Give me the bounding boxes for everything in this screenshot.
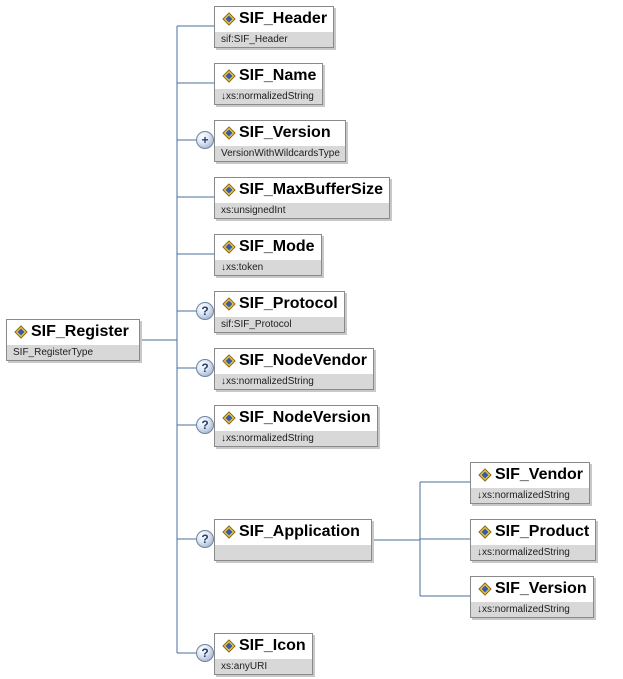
element-icon [478, 468, 495, 482]
node-header: SIF_Product [471, 520, 595, 544]
node-type: ↓xs:normalizedString [215, 430, 377, 446]
child-node-sif-protocol[interactable]: SIF_Protocol sif:SIF_Protocol [214, 291, 345, 333]
node-name: SIF_MaxBufferSize [239, 181, 384, 198]
child-node-sif-icon[interactable]: SIF_Icon xs:anyURI [214, 633, 313, 675]
node-type: ↓xs:normalizedString [215, 88, 323, 104]
element-icon [222, 183, 239, 197]
node-header: SIF_MaxBufferSize [215, 178, 389, 202]
application-child-sif-version[interactable]: SIF_Version ↓xs:normalizedString [470, 576, 594, 618]
node-name: SIF_Version [239, 124, 331, 141]
child-node-sif-application[interactable]: SIF_Application [214, 519, 372, 561]
element-icon [478, 582, 495, 596]
node-name: SIF_NodeVendor [239, 352, 368, 369]
node-header: SIF_Header [215, 7, 333, 31]
element-icon [222, 411, 239, 425]
node-header: SIF_Name [215, 64, 322, 88]
child-node-sif-name[interactable]: SIF_Name ↓xs:normalizedString [214, 63, 324, 105]
node-header: SIF_Mode [215, 235, 321, 259]
node-header: SIF_Protocol [215, 292, 344, 316]
optional-icon: ? [196, 416, 214, 434]
child-node-sif-header[interactable]: SIF_Header sif:SIF_Header [214, 6, 335, 48]
node-type: ↓xs:normalizedString [215, 373, 374, 389]
node-header: SIF_Icon [215, 634, 312, 658]
element-icon [222, 354, 239, 368]
node-name: SIF_Version [495, 580, 587, 597]
node-name: SIF_Header [239, 10, 328, 27]
node-name: SIF_Name [239, 67, 317, 84]
child-node-sif-mode[interactable]: SIF_Mode ↓xs:token [214, 234, 322, 276]
child-node-sif-nodevendor[interactable]: SIF_NodeVendor ↓xs:normalizedString [214, 348, 375, 390]
node-name: SIF_Mode [239, 238, 315, 255]
expand-icon[interactable]: + [196, 131, 214, 149]
node-name: SIF_NodeVersion [239, 409, 371, 426]
element-icon [222, 69, 239, 83]
node-type [215, 544, 371, 560]
node-header: SIF_Application [215, 520, 371, 544]
node-header: SIF_Version [471, 577, 593, 601]
node-name: SIF_Application [239, 523, 360, 540]
node-type: SIF_RegisterType [7, 344, 139, 360]
application-child-sif-product[interactable]: SIF_Product ↓xs:normalizedString [470, 519, 597, 561]
optional-icon: ? [196, 644, 214, 662]
node-name: SIF_Icon [239, 637, 306, 654]
node-header: SIF_Register [7, 320, 139, 344]
node-type: xs:anyURI [215, 658, 312, 674]
node-type: ↓xs:normalizedString [471, 601, 593, 617]
child-node-sif-maxbuffersize[interactable]: SIF_MaxBufferSize xs:unsignedInt [214, 177, 391, 219]
element-icon [222, 126, 239, 140]
node-header: SIF_NodeVersion [215, 406, 377, 430]
node-name: SIF_Vendor [495, 466, 584, 483]
node-name: SIF_Product [495, 523, 590, 540]
element-icon [222, 12, 239, 26]
element-icon [478, 525, 495, 539]
node-type: sif:SIF_Header [215, 31, 334, 47]
node-header: SIF_Version [215, 121, 345, 145]
optional-icon: ? [196, 302, 214, 320]
node-type: sif:SIF_Protocol [215, 316, 344, 332]
element-icon [222, 297, 239, 311]
optional-icon: ? [196, 359, 214, 377]
node-type: VersionWithWildcardsType [215, 145, 345, 161]
optional-icon: ? [196, 530, 214, 548]
application-child-sif-vendor[interactable]: SIF_Vendor ↓xs:normalizedString [470, 462, 591, 504]
node-name: SIF_Register [31, 323, 129, 340]
node-header: SIF_NodeVendor [215, 349, 373, 373]
node-name: SIF_Protocol [239, 295, 338, 312]
node-header: SIF_Vendor [471, 463, 589, 487]
child-node-sif-nodeversion[interactable]: SIF_NodeVersion ↓xs:normalizedString [214, 405, 378, 447]
node-type: xs:unsignedInt [215, 202, 390, 218]
element-icon [14, 325, 31, 339]
node-type: ↓xs:normalizedString [471, 544, 596, 560]
node-type: ↓xs:normalizedString [471, 487, 590, 503]
node-type: ↓xs:token [215, 259, 321, 275]
element-icon [222, 525, 239, 539]
element-icon [222, 240, 239, 254]
element-icon [222, 639, 239, 653]
